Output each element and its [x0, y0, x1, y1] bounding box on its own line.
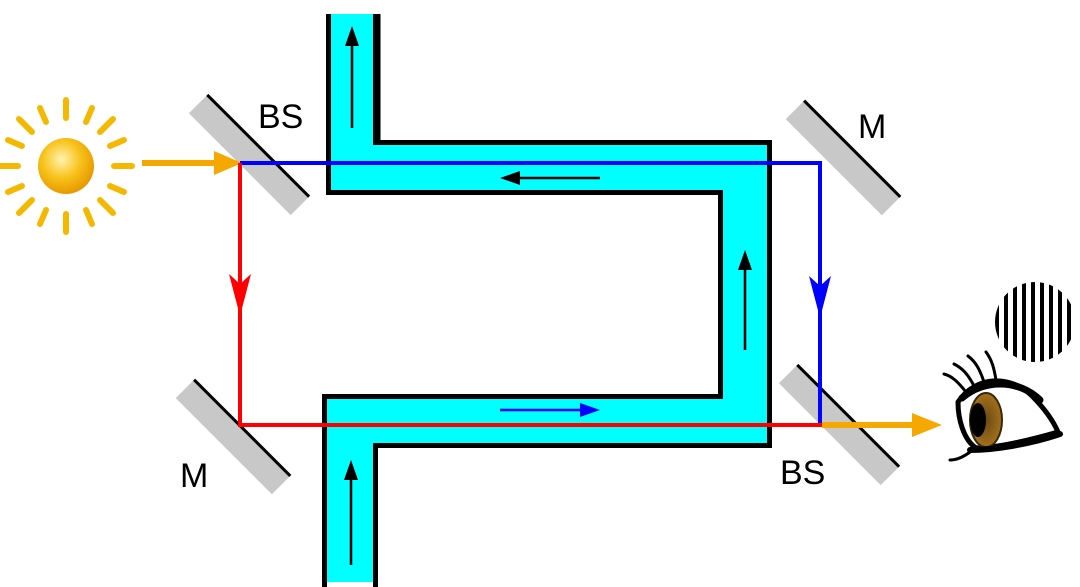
- flow-arrow-bottom-up: [344, 460, 358, 565]
- label-beam-splitter-bottom-right: BS: [780, 454, 825, 492]
- label-beam-splitter-top-left: BS: [258, 98, 303, 136]
- input-beam: [142, 151, 242, 175]
- lower-path-red: [229, 163, 822, 427]
- flow-arrows: [344, 26, 752, 565]
- flow-arrow-top-up: [345, 26, 359, 128]
- flow-arrow-lower-right: [500, 403, 600, 417]
- beam-splitter-top-left: [188, 93, 311, 216]
- label-mirror-bottom-left: M: [180, 457, 208, 495]
- mirror-bottom-left: [175, 378, 292, 495]
- fluid-pipe: [322, 14, 772, 587]
- eye-icon: [942, 350, 1063, 462]
- label-mirror-top-right: M: [858, 108, 886, 146]
- output-beam: [822, 413, 942, 437]
- mirror-top-right: [785, 99, 902, 216]
- sun-icon: [0, 97, 135, 235]
- upper-path-blue: [240, 161, 831, 425]
- interference-fringes-icon: [995, 282, 1071, 362]
- flow-arrow-upper-left: [500, 171, 600, 185]
- flow-arrow-right-up: [738, 250, 752, 350]
